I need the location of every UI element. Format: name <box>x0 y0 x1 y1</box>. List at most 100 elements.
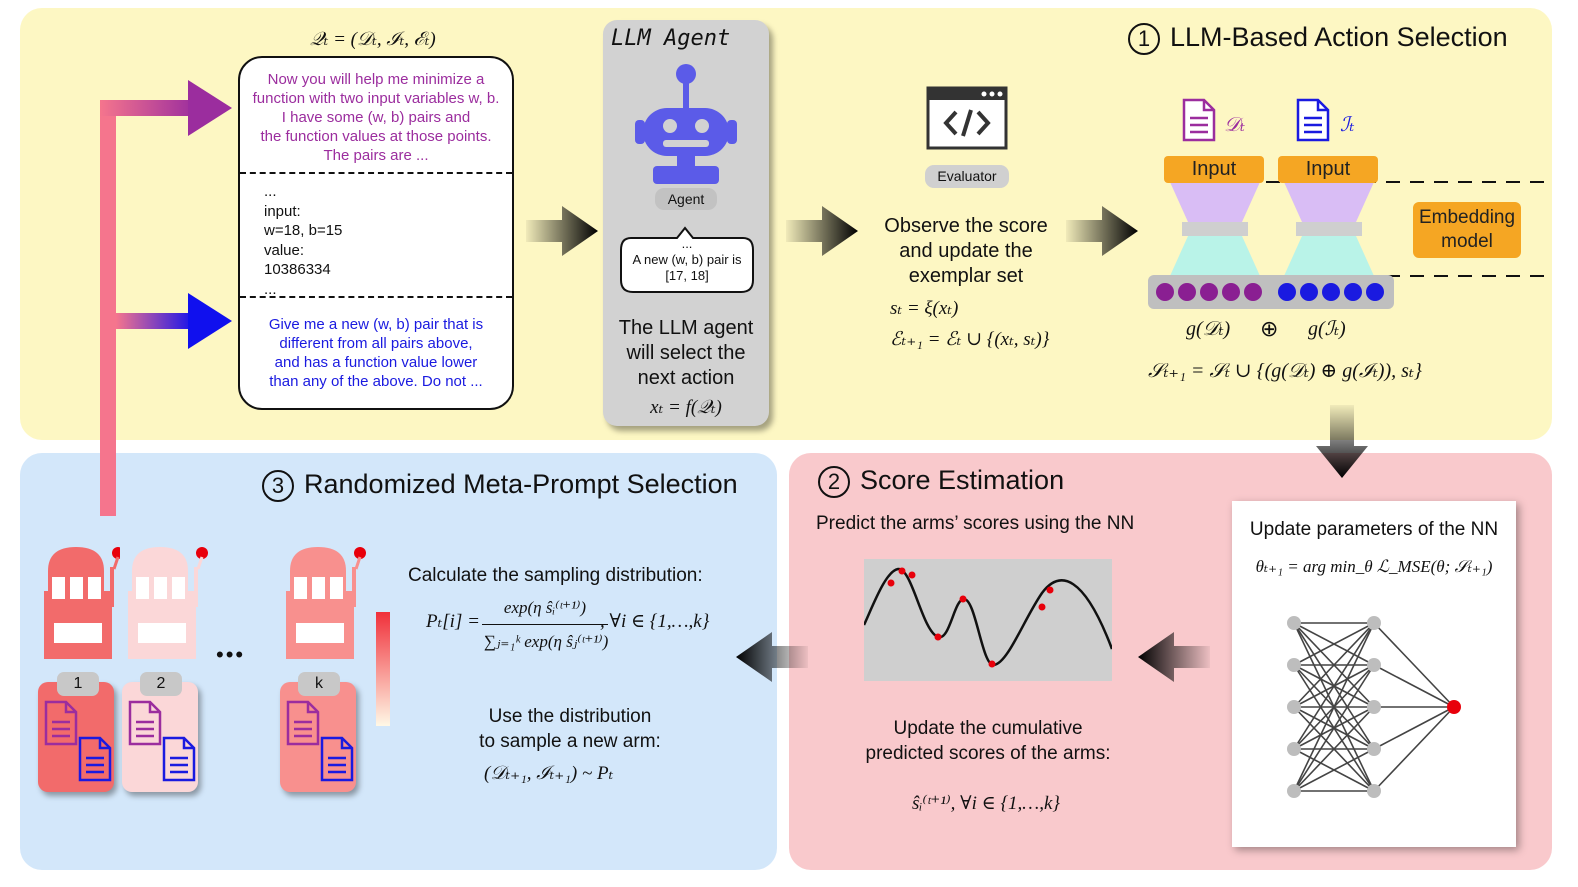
exemplar-line: value: <box>264 241 305 259</box>
evaluator-label: Evaluator <box>925 165 1009 188</box>
feedback-arrow-top <box>100 100 196 116</box>
update-line: predicted scores of the arms: <box>865 743 1111 764</box>
exemplar-line: w=18, b=15 <box>264 222 343 239</box>
document-i-icon <box>320 736 354 782</box>
agent-desc-line: next action <box>637 367 735 389</box>
use-line: to sample a new arm: <box>479 731 661 752</box>
update-line: Update the cumulative <box>893 718 1083 739</box>
agent-title: LLM Agent <box>611 26 731 51</box>
instruction-line: different from all pairs above, <box>279 335 473 352</box>
arms-ellipsis: ••• <box>216 642 246 667</box>
slot-machine-icon <box>286 547 366 659</box>
bubble-line: A new (w, b) pair is <box>632 252 742 267</box>
embedding-dashed-lines <box>1170 181 1550 277</box>
prompt-instruction: Give me a new (w, b) pair that is differ… <box>240 315 512 391</box>
update-cumulative-text: Update the cumulative predicted scores o… <box>840 716 1136 766</box>
dist-lhs: Pₜ[i] = <box>426 611 480 632</box>
section2-title-text: Score Estimation <box>860 465 1065 495</box>
document-d-icon <box>286 700 320 746</box>
nn-update-box: Update parameters of the NN θₜ₊₁ = arg m… <box>1232 501 1516 847</box>
agent-description: The LLM agent will select the next actio… <box>603 316 769 391</box>
robot-icon <box>635 64 737 184</box>
doc-i-label: ℐₜ <box>1340 114 1355 136</box>
prompt-exemplars: ... input: w=18, b=15 value: 10386334 ..… <box>264 182 494 299</box>
agent-desc-line: The LLM agent <box>618 317 754 339</box>
input-tag-i: Input <box>1278 156 1378 183</box>
document-d-icon <box>44 700 78 746</box>
document-i-icon <box>78 736 112 782</box>
embedding-line: model <box>1441 231 1493 252</box>
s-update-formula: 𝒮ₜ₊₁ = 𝒮ₜ ∪ {(g(𝒟ₜ) ⊕ g(ℐₜ)), sₜ} <box>1148 360 1422 382</box>
speech-bubble <box>620 226 754 293</box>
prompt-desc-line: function with two input variables w, b. <box>252 90 500 107</box>
exemplar-line: ... <box>264 183 277 200</box>
bubble-line: [17, 18] <box>665 268 709 283</box>
prompt-desc-line: the function values at those points. <box>260 128 492 145</box>
agent-label: Agent <box>655 188 717 210</box>
arrow-right-icon <box>1066 206 1138 256</box>
exemplar-line: 10386334 <box>264 261 331 278</box>
meta-prompt-selection-panel <box>20 453 777 870</box>
sample-formula: (𝒟ₜ₊₁, ℐₜ₊₁) ~ Pₜ <box>484 763 614 784</box>
prompt-desc-line: The pairs are ... <box>323 147 429 164</box>
query-formula: 𝒬ₜ = (𝒟ₜ, ℐₜ, ℰₜ) <box>310 29 436 50</box>
nn-title: Update parameters of the NN <box>1249 519 1499 540</box>
neural-network-icon <box>1287 616 1461 798</box>
predict-text: Predict the arms’ scores using the NN <box>816 513 1135 534</box>
arrow-right-icon <box>786 206 858 256</box>
arrow-purple-icon <box>188 80 232 136</box>
dist-numerator: exp(η ŝᵢ⁽ᵗ⁺¹⁾) <box>503 598 587 617</box>
arrow-down-icon <box>1316 405 1368 478</box>
document-i-icon <box>1296 98 1330 142</box>
use-line: Use the distribution <box>488 706 652 727</box>
embedding-vector <box>1148 275 1394 309</box>
embedding-line: Embedding <box>1418 207 1516 228</box>
section3-title: 3 Randomized Meta-Prompt Selection <box>262 469 738 502</box>
prompt-desc-line: I have some (w, b) pairs and <box>281 109 471 126</box>
cumulative-score-formula: ŝᵢ⁽ᵗ⁺¹⁾, ∀i ∈ {1,…,k} <box>912 793 1060 814</box>
g-i-formula: g(ℐₜ) <box>1308 318 1346 340</box>
arm-label-1: 1 <box>57 672 99 696</box>
meta-prompt-box: Now you will help me minimize a function… <box>238 56 514 410</box>
arm-document-icons <box>44 700 354 782</box>
document-d-icon <box>128 700 162 746</box>
arrow-blue-icon <box>188 293 232 349</box>
embedding-model-label: Embedding model <box>1413 202 1521 258</box>
arm-label-2: 2 <box>140 672 182 696</box>
use-distribution-text: Use the distribution to sample a new arm… <box>440 704 700 754</box>
feedback-arrow-shaft <box>100 100 116 516</box>
embedding-encoders <box>1170 182 1374 276</box>
exemplar-update-formula: ℰₜ₊₁ = ℰₜ ∪ {(xₜ, sₜ)} <box>890 329 1050 350</box>
code-window-icon <box>926 86 1008 150</box>
arrow-right-icon <box>526 206 598 256</box>
agent-desc-line: will select the <box>626 342 746 364</box>
llm-agent-card: LLM Agent Agent ... A new (w, b) pair is… <box>603 20 769 426</box>
dist-denominator: ∑ⱼ₌₁ᵏ exp(η ŝⱼ⁽ᵗ⁺¹⁾) <box>483 632 609 651</box>
section3-title-text: Randomized Meta-Prompt Selection <box>304 469 738 499</box>
probability-heat-bar <box>376 612 390 726</box>
section2-title: 2 Score Estimation <box>818 465 1064 498</box>
prompt-desc-line: Now you will help me minimize a <box>267 71 485 88</box>
observe-text: Observe the score and update the exempla… <box>866 214 1066 289</box>
observe-line: and update the <box>899 240 1033 262</box>
document-i-icon <box>162 736 196 782</box>
prompt-description: Now you will help me minimize a function… <box>240 70 512 165</box>
section1-number: 1 <box>1128 22 1160 55</box>
observe-line: Observe the score <box>884 215 1048 237</box>
observe-line: exemplar set <box>908 265 1024 287</box>
score-formula: sₜ = ξ(xₜ) <box>890 298 959 319</box>
input-tag-d: Input <box>1164 156 1264 183</box>
slot-machine-icon <box>44 547 120 659</box>
oplus-symbol: ⊕ <box>1260 316 1279 341</box>
section2-number: 2 <box>818 465 850 498</box>
arm-label-k: k <box>298 672 340 696</box>
g-d-formula: g(𝒟ₜ) <box>1186 318 1231 340</box>
feedback-arrow-mid <box>116 313 196 329</box>
dist-rhs: , ∀i ∈ {1,…,k} <box>600 611 710 632</box>
agent-formula: xₜ = f(𝒬ₜ) <box>650 397 722 418</box>
exemplar-line: input: <box>264 202 301 220</box>
nn-formula: θₜ₊₁ = arg min_θ ℒ_MSE(θ; 𝒮ₜ₊₁) <box>1255 557 1493 576</box>
section3-number: 3 <box>262 469 294 502</box>
